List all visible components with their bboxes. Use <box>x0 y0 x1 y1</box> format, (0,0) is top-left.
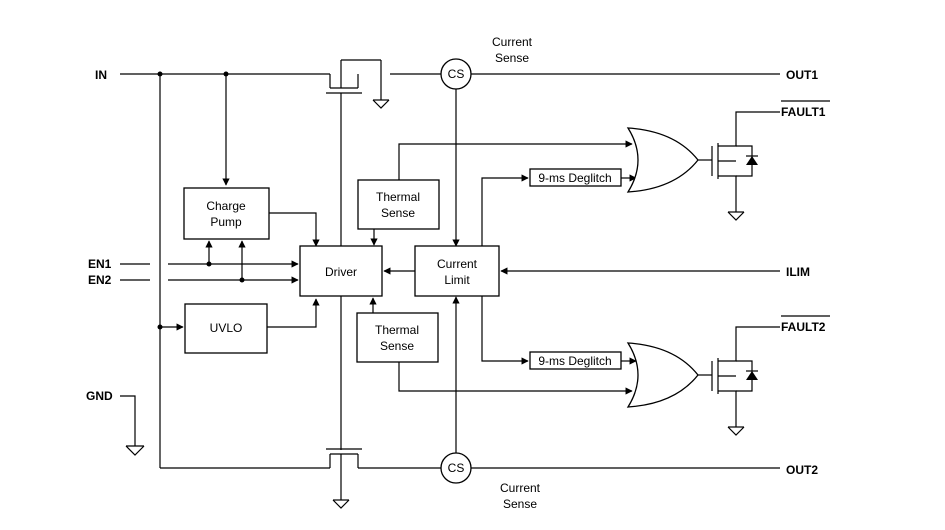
current-sense-bottom: CS <box>440 452 472 484</box>
pin-out1-label: OUT1 <box>786 68 818 82</box>
current-limit-line2: Limit <box>444 273 470 287</box>
cs-bottom-label: CS <box>448 461 465 475</box>
driver-block <box>299 245 383 297</box>
or-gate-top <box>626 127 699 193</box>
current-sense-bottom-line2: Sense <box>503 497 537 511</box>
pin-in-label: IN <box>95 68 107 82</box>
charge-pump-block <box>183 187 270 240</box>
pin-ilim-label: ILIM <box>786 265 810 279</box>
thermal-sense-top-line2: Sense <box>381 206 415 220</box>
thermal-sense-top-line1: Thermal <box>376 190 420 204</box>
cs-top-label: CS <box>448 67 465 81</box>
current-sense-top: CS <box>440 58 472 90</box>
current-limit-line1: Current <box>437 257 478 271</box>
gnd-symbol <box>120 395 145 456</box>
or-gate-bottom <box>626 342 699 408</box>
charge-pump-label-line1: Charge <box>206 199 246 213</box>
fault1-transistor <box>711 111 780 221</box>
deglitch-bottom-label: 9-ms Deglitch <box>538 354 611 368</box>
deglitch-top-label: 9-ms Deglitch <box>538 171 611 185</box>
enable-inputs <box>120 240 299 284</box>
fault2-transistor <box>711 326 780 436</box>
pin-fault1-label: FAULT1 <box>781 105 826 119</box>
thermal-sense-bottom-line1: Thermal <box>375 323 419 337</box>
pin-en2-label: EN2 <box>88 273 112 287</box>
uvlo-block <box>184 303 268 354</box>
pin-gnd-label: GND <box>86 389 113 403</box>
uvlo-label: UVLO <box>210 321 243 335</box>
bottom-power-mosfet <box>326 448 441 509</box>
pin-en1-label: EN1 <box>88 257 112 271</box>
pin-out2-label: OUT2 <box>786 463 818 477</box>
pin-fault2-label: FAULT2 <box>781 320 826 334</box>
current-sense-top-line2: Sense <box>495 51 529 65</box>
input-rail <box>120 71 330 469</box>
thermal-sense-bottom-line2: Sense <box>380 339 414 353</box>
thermal-sense-top-block <box>357 179 440 230</box>
charge-pump-label-line2: Pump <box>210 215 242 229</box>
current-sense-top-line1: Current <box>492 35 533 49</box>
driver-label: Driver <box>325 265 357 279</box>
current-sense-bottom-line1: Current <box>500 481 541 495</box>
current-limit-block <box>414 245 500 297</box>
thermal-sense-bottom-block <box>356 312 439 363</box>
